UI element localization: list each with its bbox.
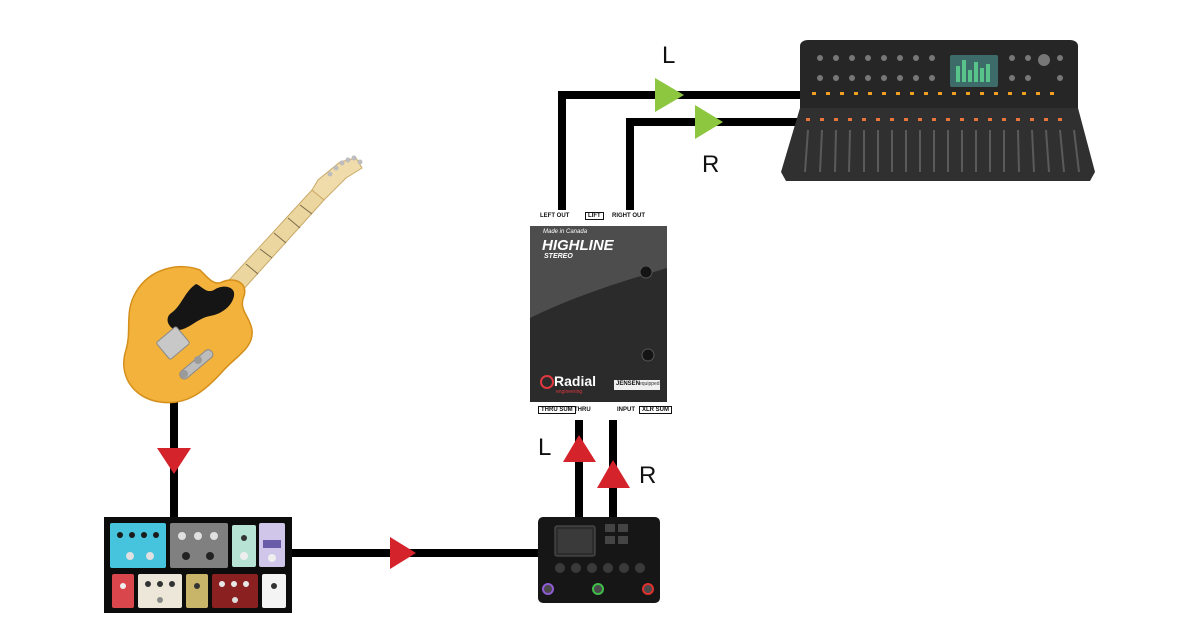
console-top — [800, 40, 1078, 108]
multi-effects-processor-icon — [538, 517, 660, 603]
di-box-icon — [530, 210, 667, 418]
guitar-control-plate — [179, 349, 214, 380]
jensen-badge-left: JENSEN — [616, 381, 641, 387]
output-right-label: R — [702, 151, 720, 178]
radial-tagline: engineering — [556, 389, 583, 395]
jensen-badge — [614, 380, 660, 390]
output-left-label: L — [662, 42, 676, 69]
di-box-sheen — [530, 226, 667, 318]
jack-left-out-label: LEFT OUT — [540, 213, 570, 219]
highline-model-label: HIGHLINE — [542, 237, 614, 254]
jack-right-out-label: RIGHT OUT — [612, 213, 645, 219]
arrow-right-right-output — [695, 105, 723, 139]
mixing-console-icon — [781, 40, 1095, 181]
input-left-label: L — [538, 434, 552, 461]
jack-lift-label: LIFT — [585, 212, 604, 220]
arrow-right-left-output — [655, 78, 684, 112]
made-in-canada-label: Made in Canada — [543, 229, 588, 235]
electric-guitar-icon — [123, 155, 363, 404]
radial-brand-label: Radial — [554, 373, 597, 389]
jack-thru-label: THRU — [574, 407, 591, 413]
di-bottom-screw — [641, 348, 655, 362]
guitar-headstock — [311, 157, 363, 201]
guitar-body — [123, 266, 253, 404]
cable-di-right-to-mixer — [626, 118, 800, 210]
pedal-gray — [170, 523, 228, 568]
di-top-strip — [530, 210, 667, 226]
guitar-pickguard — [167, 284, 235, 330]
pedalboard-icon — [104, 517, 292, 613]
pedal-mint — [232, 525, 256, 567]
input-right-label: R — [639, 462, 657, 489]
stereo-label: STEREO — [544, 253, 573, 260]
jack-input-label: INPUT — [617, 407, 635, 413]
jack-xlr-sum-label: XLR SUM — [639, 406, 672, 414]
console-base — [781, 108, 1095, 181]
di-top-screw — [639, 265, 653, 279]
arrow-up-right-input — [597, 460, 630, 488]
arrow-down-guitar — [157, 448, 191, 474]
jensen-badge-right: equipped — [639, 381, 660, 387]
pedal-white — [262, 574, 286, 608]
pedal-red-small — [112, 574, 134, 608]
footswitch-purple — [542, 583, 554, 595]
cable-di-left-to-mixer — [558, 91, 800, 210]
guitar-bridge — [156, 326, 190, 360]
radial-logo-icon — [540, 375, 554, 389]
arrow-right-pedalboard — [390, 537, 416, 569]
pedal-blue — [110, 523, 166, 568]
jack-thru-sum-label: THRU SUM — [538, 406, 576, 414]
footswitch-red — [642, 583, 654, 595]
footswitch-green — [592, 583, 604, 595]
pedal-khaki — [186, 574, 208, 608]
arrow-up-left-input — [563, 435, 596, 462]
cables — [170, 91, 800, 557]
